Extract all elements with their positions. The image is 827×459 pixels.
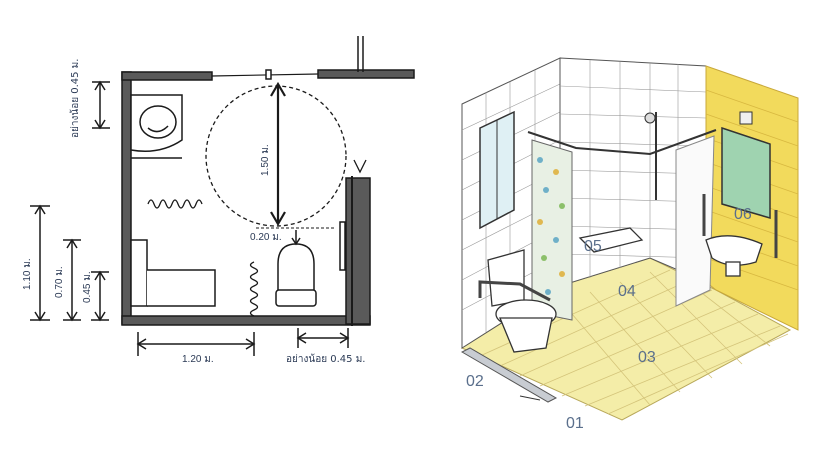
persp-label-05: 05	[584, 238, 602, 255]
plan-toilet	[275, 243, 317, 307]
plan-wall-left	[121, 71, 132, 325]
plan-flush-handle	[353, 159, 367, 174]
persp-label-04: 04	[618, 283, 636, 300]
dim-height-045: 0.45 ม.	[82, 271, 93, 303]
dim-height-070: 0.70 ม.	[54, 266, 65, 298]
persp-right-curtain	[675, 135, 715, 307]
dim-turn-diameter: 1.50 ม.	[260, 144, 271, 176]
persp-shower-head	[644, 112, 656, 124]
plan-door-stop	[265, 69, 272, 80]
plan-sink	[130, 94, 183, 159]
plan-turning-circle	[205, 85, 347, 227]
dim-toilet-clear: 0.20 ม.	[250, 232, 282, 243]
plan-wall-top-right	[317, 69, 415, 79]
persp-label-02: 02	[466, 373, 484, 390]
persp-label-01: 01	[566, 415, 584, 432]
persp-curtain-dots	[537, 157, 565, 295]
persp-label-06: 06	[734, 206, 752, 223]
persp-shower-seat	[578, 227, 644, 253]
plan-right-grab-bar	[339, 221, 346, 271]
persp-basin-grab-bars	[702, 194, 778, 258]
dim-height-110: 1.10 ม.	[22, 258, 33, 290]
persp-grab-bar	[478, 280, 551, 302]
persp-curtain-rod	[527, 129, 717, 156]
floor-plan	[30, 36, 415, 356]
persp-toilet	[487, 249, 557, 353]
persp-threshold-ramp	[460, 347, 558, 403]
plan-grab-bar-coil	[147, 199, 203, 209]
plan-wall-bottom	[121, 315, 371, 326]
plan-vertical-coil	[249, 261, 259, 317]
perspective-view	[460, 57, 799, 421]
dim-bottom-min: อย่างน้อย 0.45 ม.	[286, 353, 365, 365]
dim-width-120: 1.20 ม.	[182, 354, 214, 365]
persp-soap-dispenser	[739, 111, 753, 125]
persp-floor-grid	[479, 269, 789, 415]
persp-label-03: 03	[638, 349, 656, 366]
dim-top-left-min: อย่างน้อย 0.45 ม.	[69, 59, 81, 138]
plan-wall-top-left	[121, 71, 213, 81]
plan-wall-right	[345, 177, 371, 325]
plan-shower-seat	[130, 239, 216, 307]
persp-washbasin	[705, 235, 763, 277]
plan-door-line	[211, 73, 319, 77]
persp-mirror	[721, 126, 771, 219]
